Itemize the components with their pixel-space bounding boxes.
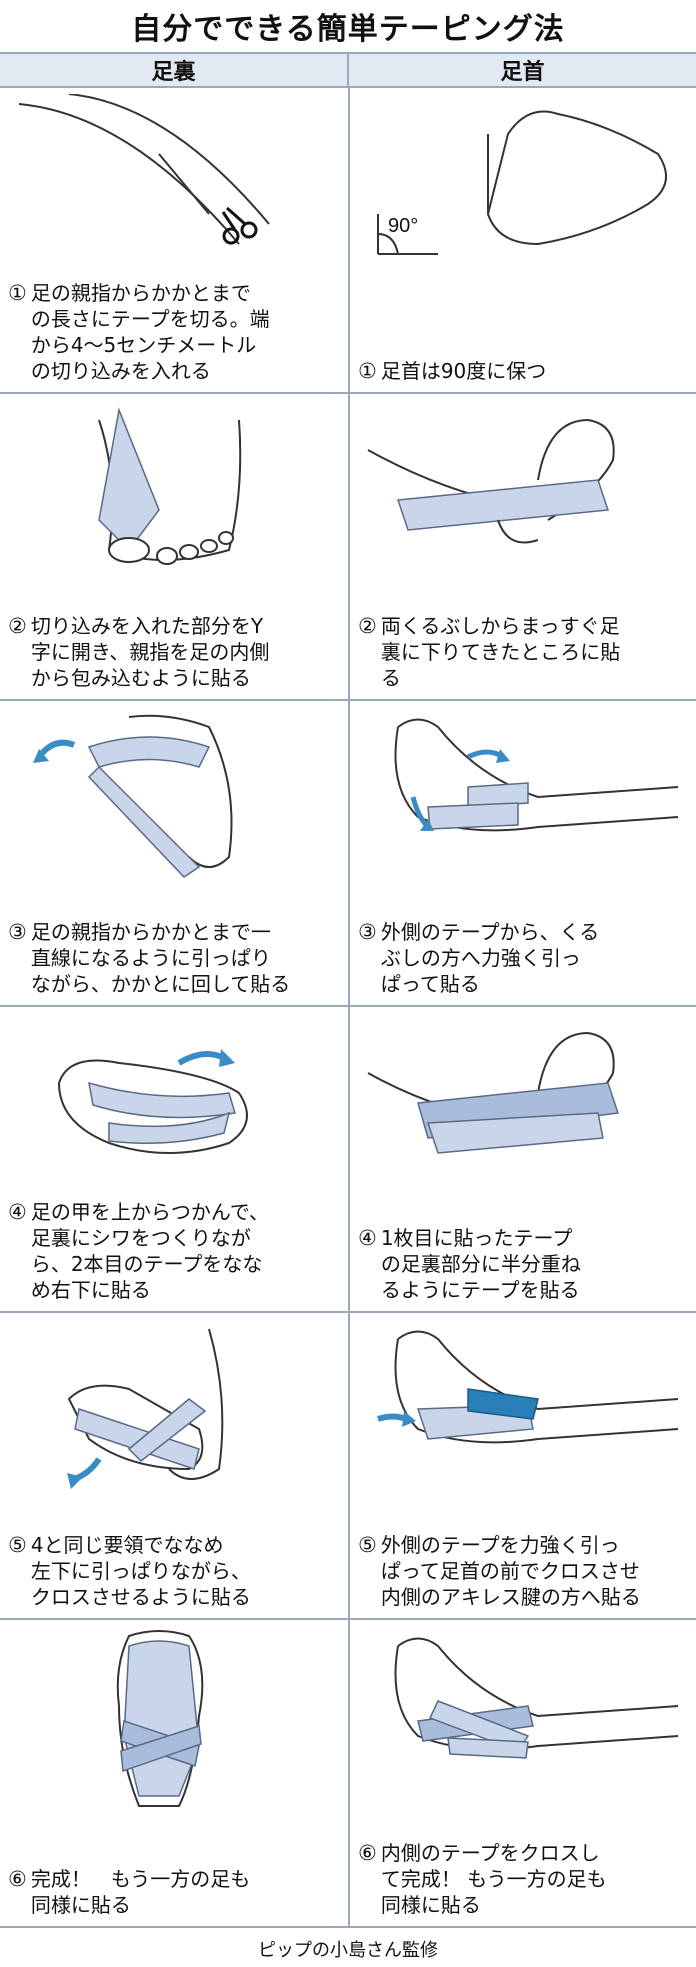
step-caption: ⑤ 4と同じ要領でななめ 左下に引っぱりながら、 クロスさせるように貼る [8,1532,340,1610]
big-toe-tape-icon [8,400,340,586]
step-number: ⑥ [8,1867,27,1891]
sole-complete-icon [8,1626,340,1812]
ankle-tape-icon [358,400,688,586]
angle-label: 90° [388,215,418,237]
step-text: 1枚目に貼ったテープ の足裏部分に半分重ね るようにテープを貼る [380,1226,581,1303]
sole-step-5: ⑤ 4と同じ要領でななめ 左下に引っぱりながら、 クロスさせるように貼る [0,1313,348,1620]
step-caption: ⑥ 完成！ もう一方の足も 同様に貼る [8,1866,340,1918]
step-caption: ③ 外側のテープから、くる ぶしの方へ力強く引っ ぱって貼る [358,919,688,997]
step-caption: ⑤ 外側のテープを力強く引っ ぱって足首の前でクロスさせ 内側のアキレス腱の方へ… [358,1532,688,1610]
step-number: ① [358,359,377,384]
step-number: ④ [8,1200,27,1225]
step-number: ⑥ [358,1841,377,1865]
foot-90-icon: 90° [358,94,688,280]
column-headers: 足裏 足首 [0,52,696,88]
step-number: ② [358,613,377,638]
sole-step-4: ④ 足の甲を上からつかんで、 足裏にシワをつくりなが ら、2本目のテープをなな … [0,1007,348,1314]
step-caption: ⑥ 内側のテープをクロスし て完成！ もう一方の足も 同様に貼る [358,1840,688,1918]
sole-step-1: ① 足の親指からかかとまで の長さにテープを切る。端 から4～5センチメートル … [0,88,348,395]
step-caption: ④ 足の甲を上からつかんで、 足裏にシワをつくりなが ら、2本目のテープをなな … [8,1199,340,1303]
step-text: 完成！ もう一方の足も 同様に貼る [30,1867,251,1917]
step-text: 足首は90度に保つ [380,359,547,384]
step-caption: ② 両くるぶしからまっすぐ足 裏に下りてきたところに貼 る [358,613,688,691]
ankle-complete-icon [358,1626,688,1812]
ankle-step-6: ⑥ 内側のテープをクロスし て完成！ もう一方の足も 同様に貼る [348,1619,696,1926]
sole-step-6: ⑥ 完成！ もう一方の足も 同様に貼る [0,1620,348,1926]
ankle-step-1: 90° ① 足首は90度に保つ [348,88,696,395]
sole-second-tape-icon [8,1013,340,1199]
step-caption: ④ 1枚目に貼ったテープ の足裏部分に半分重ね るようにテープを貼る [358,1225,688,1303]
ankle-cross-icon [358,1319,688,1505]
heel-wrap-icon [8,707,340,893]
step-caption: ① 足首は90度に保つ [358,358,688,384]
step-text: 外側のテープを力強く引っ ぱって足首の前でクロスさせ 内側のアキレス腱の方へ貼る [380,1532,641,1609]
sole-cross-icon [8,1319,340,1505]
step-caption: ② 切り込みを入れた部分をY 字に開き、親指を足の内側 から包み込むように貼る [8,613,340,691]
sole-step-3: ③ 足の親指からかかとまで一 直線になるように引っぱり ながら、かかとに回して貼… [0,701,348,1007]
step-number: ⑤ [8,1532,27,1557]
step-text: 両くるぶしからまっすぐ足 裏に下りてきたところに貼 る [380,613,621,690]
ankle-step-3: ③ 外側のテープから、くる ぶしの方へ力強く引っ ぱって貼る [348,700,696,1007]
credit-line: ピップの小島さん監修 [258,1939,438,1961]
step-number: ④ [358,1226,377,1251]
step-text: 4と同じ要領でななめ 左下に引っぱりながら、 クロスさせるように貼る [30,1532,251,1609]
step-text: 足の親指からかかとまで の長さにテープを切る。端 から4～5センチメートル の切… [30,281,270,384]
column-header-ankle: 足首 [347,54,696,86]
ankle-step-4: ④ 1枚目に貼ったテープ の足裏部分に半分重ね るようにテープを貼る [348,1007,696,1314]
step-text: 足の親指からかかとまで一 直線になるように引っぱり ながら、かかとに回して貼る [30,920,291,996]
step-text: 外側のテープから、くる ぶしの方へ力強く引っ ぱって貼る [380,920,600,996]
step-number: ③ [8,920,27,944]
ankle-pull-icon [358,707,688,893]
scissors-tape-icon [8,94,340,280]
sole-step-2: ② 切り込みを入れた部分をY 字に開き、親指を足の内側 から包み込むように貼る [0,394,348,701]
step-number: ② [8,613,27,638]
steps-grid: ① 足の親指からかかとまで の長さにテープを切る。端 から4～5センチメートル … [0,88,696,1928]
step-caption: ③ 足の親指からかかとまで一 直線になるように引っぱり ながら、かかとに回して貼… [8,919,340,997]
ankle-step-2: ② 両くるぶしからまっすぐ足 裏に下りてきたところに貼 る [348,394,696,701]
step-text: 切り込みを入れた部分をY 字に開き、親指を足の内側 から包み込むように貼る [30,613,270,690]
step-text: 内側のテープをクロスし て完成！ もう一方の足も 同様に貼る [380,1841,607,1917]
ankle-overlap-icon [358,1013,688,1199]
step-number: ③ [358,920,377,944]
step-number: ① [8,281,27,306]
ankle-step-5: ⑤ 外側のテープを力強く引っ ぱって足首の前でクロスさせ 内側のアキレス腱の方へ… [348,1313,696,1620]
step-text: 足の甲を上からつかんで、 足裏にシワをつくりなが ら、2本目のテープをなな め右… [30,1200,270,1303]
page-title: 自分でできる簡単テーピング法 [131,12,565,47]
step-caption: ① 足の親指からかかとまで の長さにテープを切る。端 から4～5センチメートル … [8,280,340,384]
step-number: ⑤ [358,1532,377,1557]
column-header-sole: 足裏 [151,60,196,85]
